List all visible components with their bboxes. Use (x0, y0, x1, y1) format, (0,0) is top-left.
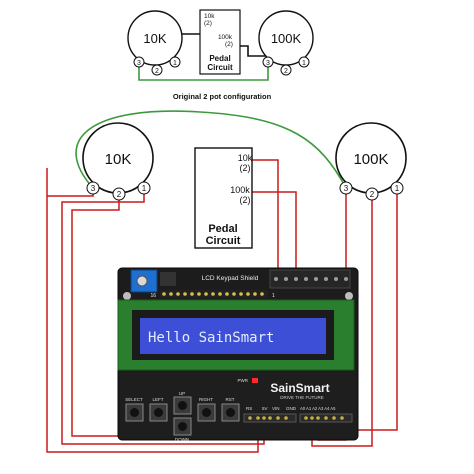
top-pot-100k-pin3: 3 (266, 60, 270, 67)
top-right-header-pins (274, 277, 348, 281)
bottom-pot-100k-pin1: 1 (395, 184, 400, 193)
lcd-pin1-label: 1 (272, 293, 275, 299)
bottom-circuit-pin1-label: 10k (238, 153, 253, 163)
top-pot-10k-label: 10K (143, 31, 166, 46)
rst-button[interactable] (221, 403, 240, 422)
down-label: DOWN (175, 437, 189, 442)
top-pedal-circuit: 10k (2) 100k (2) Pedal Circuit (199, 9, 241, 75)
button-labels: SELECT LEFT UP DOWN RIGHT RST (125, 391, 235, 442)
lcd-header-pins (162, 292, 264, 296)
bottom-pot-10k-label: 10K (105, 151, 132, 168)
lcd-pin16-label: 16 (150, 293, 156, 299)
select-label: SELECT (125, 397, 143, 402)
mount-hole-right (345, 292, 353, 300)
select-button[interactable] (125, 403, 144, 422)
top-circuit-pin1-num: (2) (204, 20, 212, 27)
bottom-pedal-circuit: 10k (2) 100k (2) Pedal Circuit (194, 147, 253, 249)
top-left-header (160, 272, 176, 286)
bottom-pot-100k: 100K 3 2 1 (335, 122, 407, 201)
lcd-display-text: Hello SainSmart (148, 330, 274, 346)
top-caption: Original 2 pot configuration (173, 92, 272, 101)
bottom-circuit-name-line2: Circuit (206, 235, 241, 247)
rs-label: RS (246, 406, 252, 411)
top-pot-10k: 10K 3 2 1 (127, 10, 183, 76)
top-circuit-name-line1: Pedal (209, 54, 230, 63)
top-circuit-pin1-label: 10k (204, 13, 215, 20)
bottom-pot-100k-label: 100K (353, 151, 388, 168)
v5-label: 5V (262, 406, 268, 411)
right-button[interactable] (197, 403, 216, 422)
brand-logo: SainSmart (270, 381, 329, 395)
right-label: RIGHT (199, 397, 213, 402)
brand-tagline: DRIVE THE FUTURE (280, 395, 323, 400)
bottom-circuit-pin2-label: 100k (230, 185, 250, 195)
bottom-diagram: 10K 3 2 1 10k (2) 100k (2) Pedal Circuit… (46, 110, 407, 453)
top-pot-100k: 100K 3 2 1 (258, 10, 314, 76)
bottom-pot-10k-pin3: 3 (91, 184, 96, 193)
bottom-pot-100k-pin2: 2 (370, 190, 375, 199)
red-wire-circuit-10k (252, 159, 279, 276)
up-button[interactable] (173, 396, 192, 415)
pwr-label: PWR (238, 378, 249, 383)
shield-title: LCD Keypad Shield (202, 275, 259, 282)
top-pot-10k-pin1: 1 (173, 60, 177, 67)
left-label: LEFT (152, 397, 163, 402)
trimmer-knob (136, 275, 148, 287)
top-circuit-pin2-label: 100k (218, 34, 233, 41)
top-pot-10k-pin2: 2 (155, 68, 159, 75)
lcd-keypad-shield: LCD Keypad Shield 16 1 Hello SainSmart (117, 267, 359, 442)
bottom-pot-10k: 10K 3 2 1 (82, 122, 154, 201)
top-pot-100k-label: 100K (271, 31, 302, 46)
bottom-green-wire (75, 110, 347, 189)
bottom-pot-10k-pin1: 1 (142, 184, 147, 193)
bottom-circuit-name-line1: Pedal (208, 223, 237, 235)
left-button[interactable] (149, 403, 168, 422)
pwr-led (252, 378, 258, 383)
top-circuit-pin2-num: (2) (225, 41, 233, 48)
bottom-circuit-pin2-num: (2) (240, 195, 251, 205)
bottom-header-pins (248, 416, 344, 420)
top-pot-100k-pin1: 1 (302, 60, 306, 67)
vin-label: VIN (272, 406, 280, 411)
analog-label: A0 A1 A2 A3 A4 A5 (300, 406, 336, 411)
top-right-header (269, 269, 351, 289)
lcd-screen (140, 318, 326, 354)
top-diagram: 10K 3 2 1 10k (2) 100k (2) Pedal Circuit… (127, 9, 314, 101)
gnd-label: GND (286, 406, 297, 411)
keypad-buttons (125, 396, 240, 436)
top-pot-100k-pin2: 2 (284, 68, 288, 75)
rst-label: RST (226, 397, 235, 402)
up-label: UP (179, 391, 185, 396)
red-wire-10k-pin3 (46, 168, 259, 453)
red-wire-circuit-100k (252, 191, 297, 276)
down-button[interactable] (173, 417, 192, 436)
bottom-pot-100k-pin3: 3 (344, 184, 349, 193)
top-green-wire (138, 62, 269, 81)
mount-hole-left (123, 292, 131, 300)
bottom-pot-10k-pin2: 2 (117, 190, 122, 199)
bottom-circuit-pin1-num: (2) (240, 163, 251, 173)
top-circuit-name-line2: Circuit (207, 63, 233, 72)
top-pot-10k-pin3: 3 (137, 60, 141, 67)
